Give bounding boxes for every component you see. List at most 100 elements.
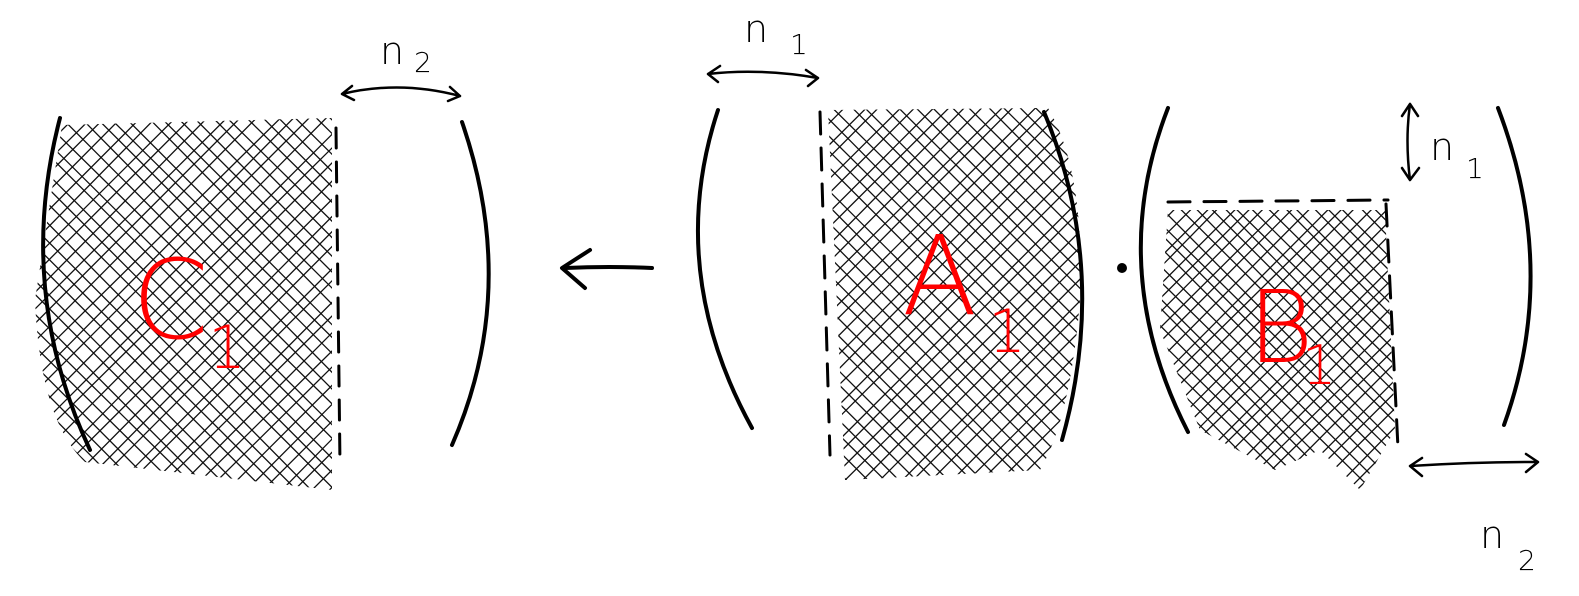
hatch-line: [1207, 210, 1395, 490]
hatch-line: [1263, 210, 1395, 490]
hatch-line: [1279, 210, 1395, 490]
hatch-line: [828, 108, 1081, 480]
hatch-line: [83, 118, 332, 490]
hatch-line: [1160, 210, 1395, 490]
c-width-arrow: [340, 84, 462, 103]
hatch-line: [35, 118, 200, 490]
hatch-line: [241, 118, 332, 490]
hatch-line: [1220, 210, 1395, 490]
hatch-line: [828, 108, 1006, 480]
hatch-line: [257, 118, 332, 490]
hatch-line: [238, 118, 332, 490]
c-right-bracket: [450, 120, 491, 447]
hatch-line: [1448, 205, 1579, 495]
hatch-line: [170, 118, 332, 490]
a-right-bracket: [1042, 110, 1085, 442]
hatch-line: [1470, 100, 1579, 485]
hatch-line: [0, 110, 28, 495]
hatch-line: [35, 118, 332, 490]
hatch-line: [1476, 205, 1579, 495]
hatch-line: [55, 118, 332, 490]
hatch-line: [828, 108, 853, 480]
a-width-arrow: [706, 64, 820, 88]
hatch-line: [828, 108, 876, 480]
hatch-line: [0, 110, 30, 495]
hatch-line: [35, 118, 332, 490]
hatch-line: [1564, 205, 1579, 495]
hatch-line: [1356, 210, 1395, 490]
hatch-line: [204, 118, 332, 490]
hatch-line: [907, 108, 1081, 480]
hatch-line: [286, 118, 332, 490]
hatch-line: [1402, 205, 1579, 495]
hatch-line: [35, 118, 332, 490]
a-subscript: 1: [988, 297, 1026, 367]
hatch-line: [1160, 210, 1268, 490]
hatch-line: [1206, 210, 1395, 490]
hatch-line: [1262, 210, 1395, 490]
hatch-line: [828, 108, 924, 480]
hatch-line: [1160, 210, 1317, 490]
hatch-line: [1538, 205, 1579, 495]
hatch-line: [152, 118, 332, 490]
hatch-line: [307, 118, 332, 490]
hatch-line: [1401, 100, 1579, 485]
hatch-line: [1350, 100, 1579, 485]
hatch-line: [1488, 205, 1579, 495]
hatch-line: [1281, 210, 1395, 490]
hatch-line: [1307, 210, 1395, 490]
hatch-line: [185, 118, 332, 490]
hatch-line: [1191, 210, 1395, 490]
hatch-line: [342, 110, 728, 495]
hatch-line: [35, 118, 266, 490]
hatch-line: [270, 118, 332, 490]
hatch-line: [306, 118, 332, 490]
hatch-line: [1160, 210, 1358, 490]
hatch-line: [35, 118, 332, 490]
hatch-line: [907, 108, 1081, 480]
hatch-line: [828, 108, 1058, 480]
hatch-line: [407, 110, 795, 495]
b-left-bracket: [1138, 106, 1190, 434]
hatch-line: [896, 108, 1081, 480]
hatch-line: [35, 118, 216, 490]
hatch-line: [1291, 210, 1395, 490]
b-width-label: n: [1480, 513, 1504, 557]
a-divider-dashed: [818, 110, 832, 457]
hatch-line: [1026, 108, 1081, 480]
hatch-line: [1369, 210, 1395, 490]
hatch-line: [828, 108, 1081, 480]
hatch-line: [839, 108, 1081, 480]
hatch-line: [828, 108, 905, 480]
b-height-arrow: [1400, 102, 1421, 182]
hatch-line: [1507, 205, 1579, 495]
hatch-line: [363, 110, 744, 495]
hatch-line: [1473, 205, 1579, 495]
hatch-line: [1160, 210, 1359, 490]
hatch-line: [35, 118, 286, 490]
hatch-line: [828, 108, 1081, 480]
hatch-line: [35, 118, 332, 490]
hatch-line: [276, 118, 332, 490]
hatch-line: [1337, 210, 1395, 490]
a-width-subscript: 1: [790, 28, 808, 61]
hatch-line: [980, 108, 1081, 480]
hatch-line: [1187, 210, 1395, 490]
hatch-line: [434, 100, 822, 485]
hatch-line: [1417, 205, 1579, 495]
hatch-line: [1327, 210, 1395, 490]
hatch-line: [944, 108, 1081, 480]
b-top-divider-dashed: [1166, 198, 1390, 204]
c-label: C: [132, 236, 209, 364]
hatch-line: [995, 108, 1081, 480]
b-height-subscript: 1: [1466, 152, 1484, 185]
operand-matrix-b: n 1 n 2 B 1: [1138, 102, 1579, 577]
hatch-line: [35, 118, 318, 490]
hatch-line: [88, 118, 332, 490]
hatch-line: [35, 118, 317, 490]
hatch-line: [828, 108, 910, 480]
hatch-line: [1134, 100, 1520, 485]
hatch-line: [828, 108, 1081, 480]
hatch-line: [924, 108, 1081, 480]
